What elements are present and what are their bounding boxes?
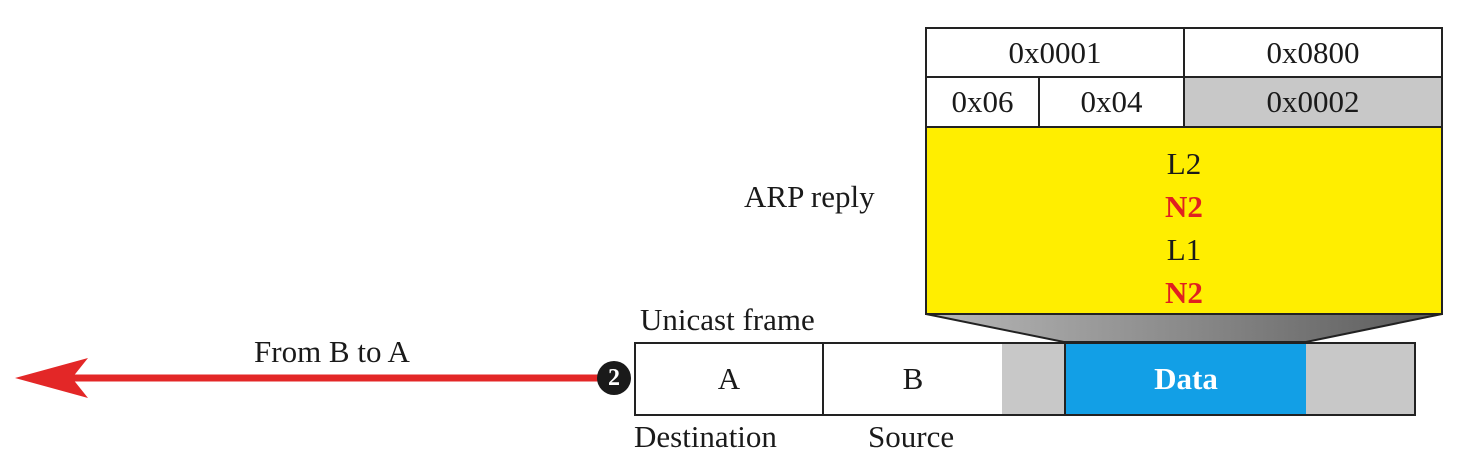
- step-badge-icon: [597, 361, 631, 395]
- unicast-frame: A B Data: [634, 342, 1416, 416]
- hardware-type-cell: 0x0001: [925, 27, 1185, 78]
- hardware-length-value: 0x06: [951, 84, 1014, 119]
- arp-reply-packet: 0x0001 0x0800 0x06 0x04 0x0002 L2 N2 L1 …: [925, 27, 1443, 315]
- protocol-length-value: 0x04: [1080, 84, 1143, 119]
- step-number: 2: [608, 365, 620, 391]
- source-label: Source: [868, 419, 955, 454]
- data-field: Data: [1064, 344, 1308, 414]
- type-field: [1002, 344, 1066, 414]
- operation-cell: 0x0002: [1183, 76, 1443, 128]
- data-field-label: Data: [1154, 361, 1218, 396]
- protocol-type-cell: 0x0800: [1183, 27, 1443, 78]
- protocol-length-cell: 0x04: [1038, 76, 1185, 128]
- arrowhead-icon: [15, 358, 88, 398]
- sender-protocol-address: N2: [1165, 189, 1203, 224]
- protocol-type-value: 0x0800: [1266, 34, 1360, 70]
- destination-address-value: A: [717, 361, 741, 396]
- target-protocol-address: N2: [1165, 275, 1203, 310]
- arrow-label: From B to A: [254, 334, 410, 369]
- target-hardware-address: L1: [1166, 232, 1202, 267]
- destination-label: Destination: [634, 419, 777, 454]
- hardware-type-value: 0x0001: [1008, 34, 1102, 70]
- trailer-field: [1306, 344, 1414, 414]
- hardware-length-cell: 0x06: [925, 76, 1040, 128]
- operation-value: 0x0002: [1266, 84, 1360, 119]
- unicast-frame-label: Unicast frame: [640, 302, 815, 337]
- destination-address-field: A: [636, 344, 824, 414]
- source-address-value: B: [902, 361, 924, 396]
- source-address-field: B: [822, 344, 1004, 414]
- address-fields-block: L2 N2 L1 N2: [925, 126, 1443, 315]
- sender-hardware-address: L2: [1166, 146, 1202, 181]
- direction-arrow: [15, 358, 631, 398]
- arp-reply-label: ARP reply: [744, 179, 875, 214]
